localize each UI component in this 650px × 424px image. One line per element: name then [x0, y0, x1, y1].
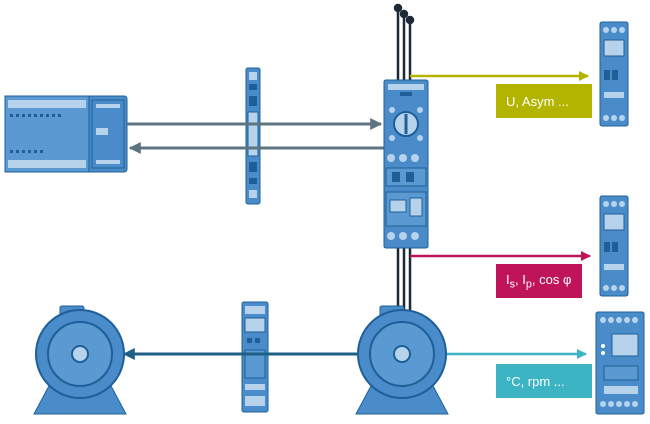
voltage-label: U, Asym ...	[496, 84, 592, 118]
supply-wires	[393, 3, 415, 80]
plc-controller	[4, 95, 128, 173]
drive-module	[241, 301, 269, 413]
temperature-label: °C, rpm ...	[496, 364, 592, 398]
voltage-label-text: U, Asym ...	[506, 93, 569, 109]
current-monitoring-relay	[599, 195, 629, 297]
motor-main	[355, 305, 449, 415]
current-label-text: Is, Ip, cos φ	[506, 271, 572, 291]
current-label: Is, Ip, cos φ	[496, 264, 582, 298]
communication-module	[245, 67, 261, 205]
motor-feed-wires	[396, 248, 412, 312]
temperature-label-text: °C, rpm ...	[506, 373, 565, 389]
motor-secondary	[33, 305, 127, 415]
temperature-monitoring-relay	[595, 311, 645, 415]
voltage-monitoring-relay	[599, 21, 629, 127]
motor-starter	[383, 79, 429, 249]
